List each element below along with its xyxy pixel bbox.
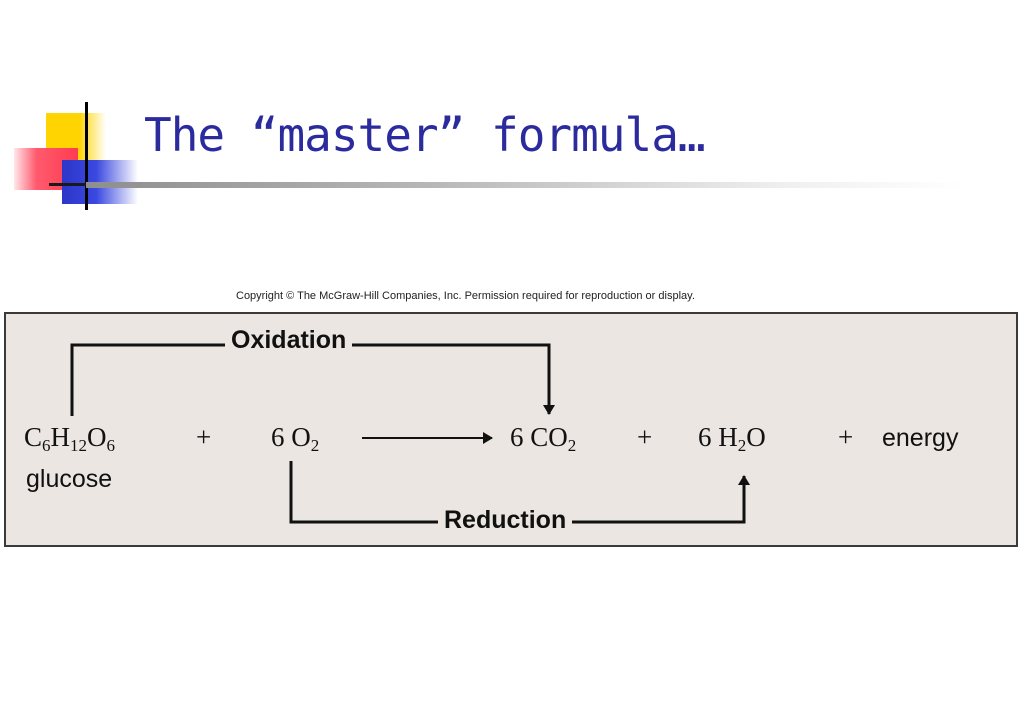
oxidation-label: Oxidation xyxy=(225,326,353,355)
plus-sign-3: + xyxy=(838,422,854,452)
title-underline-rule xyxy=(86,182,966,188)
copyright-notice: Copyright © The McGraw-Hill Companies, I… xyxy=(236,290,695,302)
glucose-name: glucose xyxy=(26,465,113,493)
water-formula: 6 H2O xyxy=(698,422,766,455)
oxygen-formula: 6 O2 xyxy=(271,422,320,455)
glucose-formula: C6H12O6 xyxy=(24,422,116,455)
plus-sign-1: + xyxy=(196,422,212,452)
slide-title: The “master” formula… xyxy=(144,108,706,162)
oxidation-bracket-line xyxy=(70,343,555,416)
plus-sign-2: + xyxy=(637,422,653,452)
logo-vertical-line xyxy=(85,102,88,210)
reduction-label: Reduction xyxy=(438,506,573,535)
energy-label: energy xyxy=(882,424,959,452)
carbon-dioxide-formula: 6 CO2 xyxy=(510,422,577,455)
reaction-diagram-panel: Oxidation Reduction C6H12O6 glucose + 6 … xyxy=(4,312,1018,547)
